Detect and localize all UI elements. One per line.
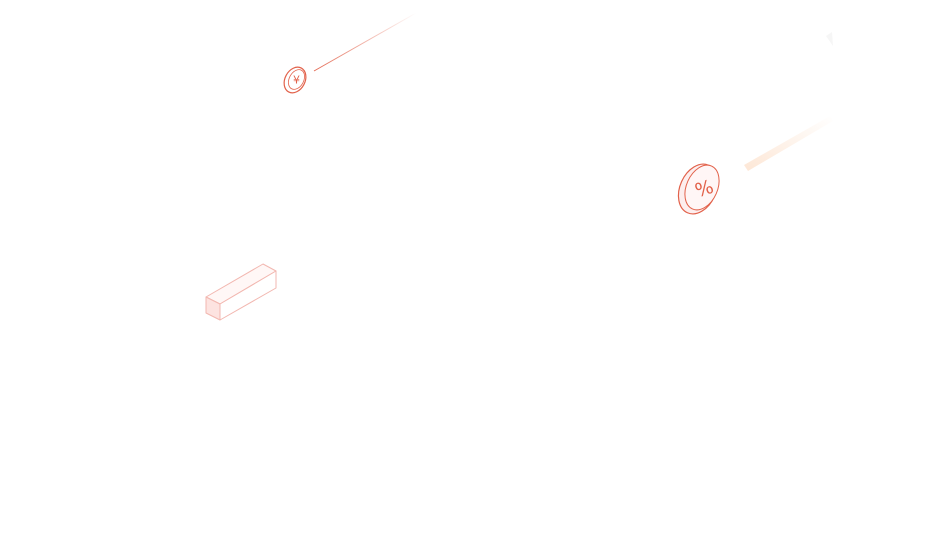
percent-coin-icon: % <box>677 163 720 215</box>
percent-trail <box>744 116 833 171</box>
percent-glyph: % <box>692 176 716 203</box>
yen-trail-line <box>313 12 417 72</box>
isometric-box-icon <box>205 263 277 321</box>
yen-glyph: ¥ <box>293 74 300 87</box>
faint-sparkle <box>826 32 833 46</box>
yen-coin-icon: ¥ <box>283 66 307 94</box>
